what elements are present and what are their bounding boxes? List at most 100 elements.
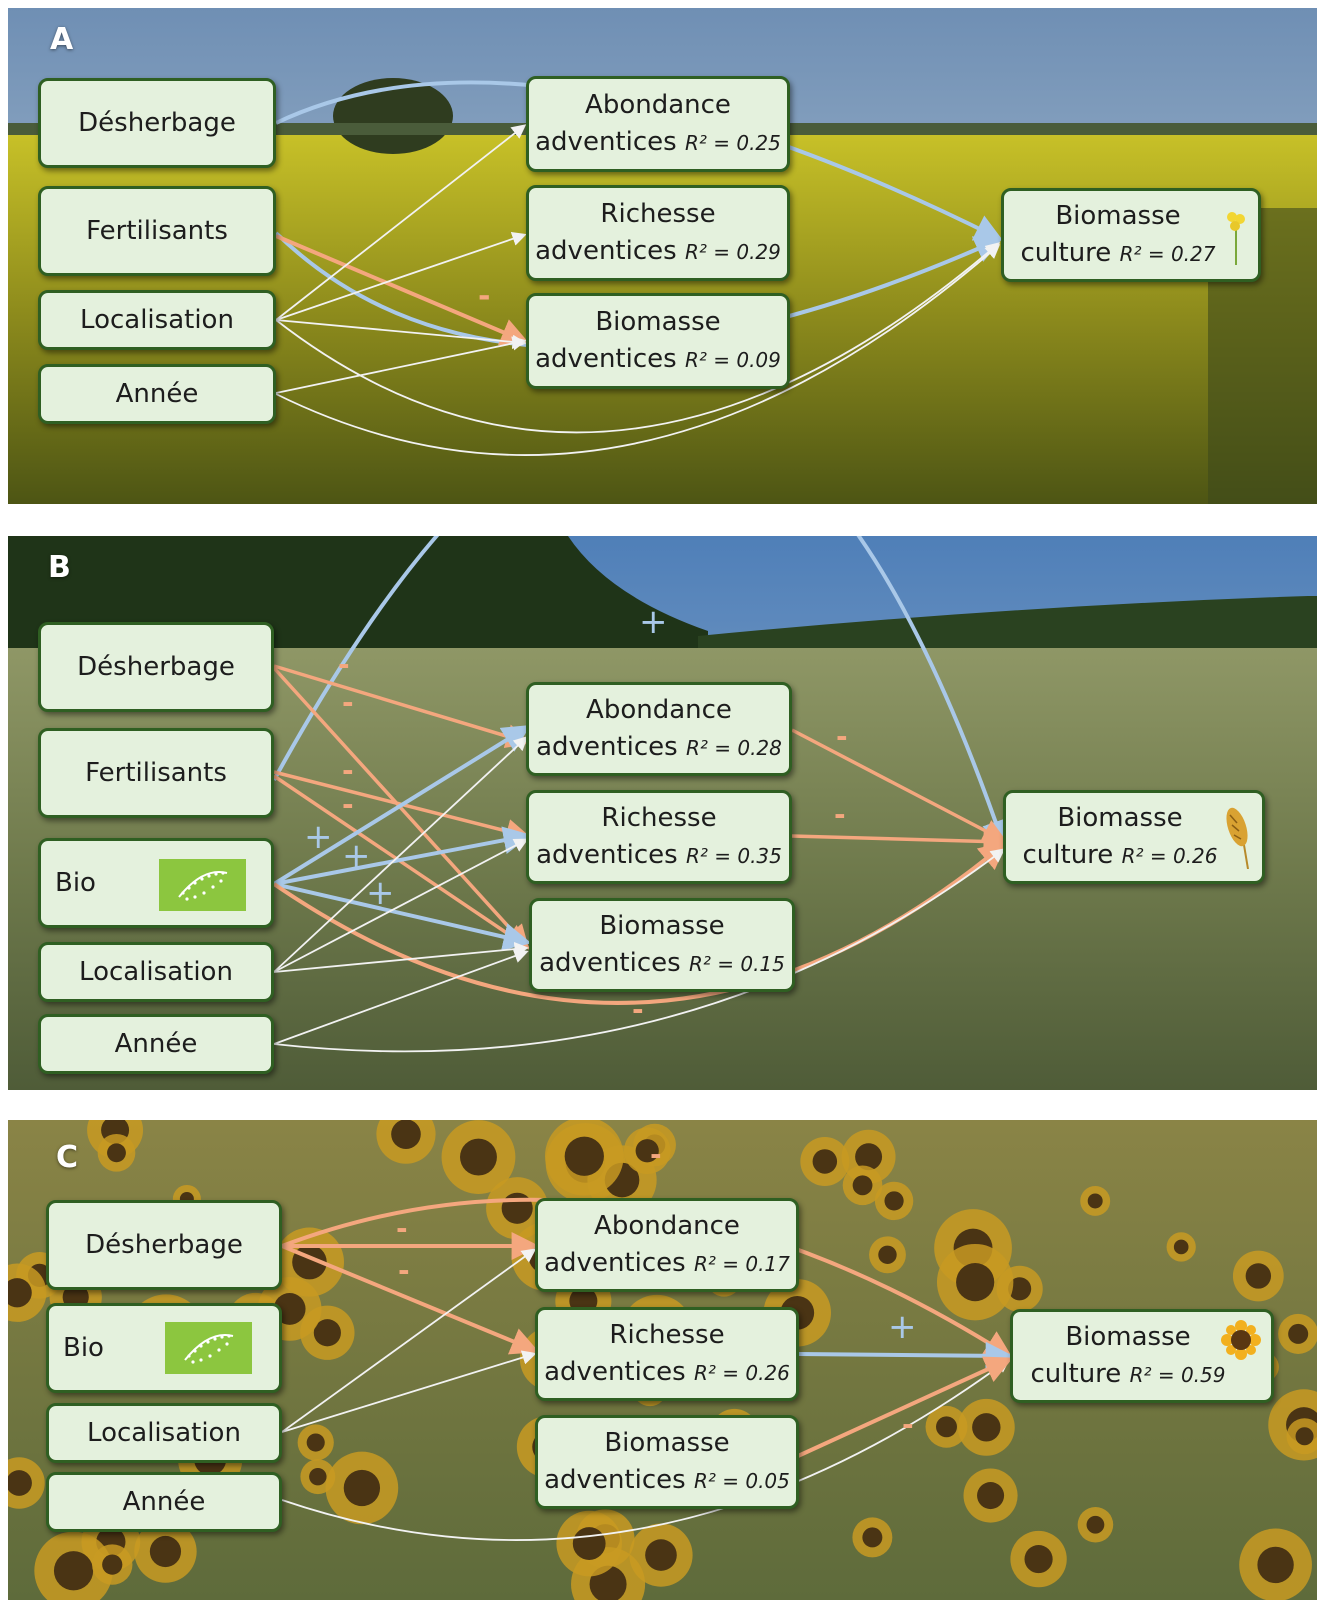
sunflower-core: [309, 1467, 327, 1486]
node-line2: adventices R² = 0.15: [539, 945, 785, 983]
node-label: Fertilisants: [85, 757, 227, 788]
node-label: Bio: [63, 1332, 104, 1363]
node-label: Localisation: [87, 1417, 241, 1448]
effect-sign: -: [834, 798, 846, 831]
r2-value: R² = 0.26: [693, 1360, 790, 1385]
organic-leaf-logo-icon: [159, 859, 246, 911]
r2-value: R² = 0.28: [685, 735, 782, 760]
node-line2-text: adventices: [544, 1464, 686, 1495]
effect-sign: -: [650, 1138, 662, 1171]
sunflower-core: [1245, 1263, 1272, 1289]
effect-sign: -: [342, 788, 354, 821]
node-label: Fertilisants: [86, 215, 228, 246]
node-richesse-adventices: Richesse adventices R² = 0.29: [526, 185, 790, 281]
sunflower-core: [8, 1470, 32, 1496]
node-abondance-adventices: Abondance adventices R² = 0.17: [535, 1198, 799, 1292]
node-annee: Année: [46, 1472, 282, 1532]
sunflower-core: [1086, 1515, 1105, 1534]
node-desherbage: Désherbage: [46, 1200, 282, 1290]
node-bio: Bio: [46, 1303, 282, 1393]
effect-sign: -: [398, 1254, 410, 1287]
node-label: Localisation: [80, 304, 234, 335]
sunflower-core: [884, 1191, 904, 1211]
sunflower-core: [956, 1263, 995, 1302]
node-label: Année: [114, 1028, 198, 1059]
node-line2-text: adventices: [535, 126, 677, 157]
sunflower-core: [460, 1138, 497, 1176]
node-line1: Abondance: [586, 694, 732, 725]
sunflower-core: [53, 1551, 94, 1591]
node-localisation: Localisation: [38, 290, 276, 350]
sunflower-core: [102, 1554, 123, 1575]
effect-sign: -: [342, 754, 354, 787]
sunflower-core: [1087, 1193, 1103, 1209]
node-localisation: Localisation: [46, 1403, 282, 1463]
node-abondance-adventices: Abondance adventices R² = 0.28: [526, 682, 792, 776]
node-biomasse-culture: Biomasse culture R² = 0.27: [1001, 188, 1261, 282]
panel-c: C - - - + - Désherbage Bio Localisation …: [8, 1120, 1317, 1600]
sunflower-core: [343, 1469, 381, 1507]
effect-sign: +: [304, 817, 333, 857]
node-biomasse-adventices: Biomasse adventices R² = 0.15: [529, 898, 795, 992]
node-label: Année: [115, 378, 199, 409]
node-line2: adventices R² = 0.09: [535, 341, 781, 379]
node-line2: adventices R² = 0.35: [536, 837, 782, 875]
effect-sign: -: [632, 993, 644, 1026]
node-line2-text: adventices: [539, 947, 681, 978]
node-desherbage: Désherbage: [38, 622, 274, 712]
sunflower-core: [149, 1535, 182, 1568]
node-line1: Biomasse: [1057, 802, 1183, 833]
node-annee: Année: [38, 364, 276, 424]
node-line1: Abondance: [594, 1210, 740, 1241]
node-richesse-adventices: Richesse adventices R² = 0.26: [535, 1307, 799, 1401]
effect-sign: -: [478, 279, 490, 314]
panel-letter: A: [50, 22, 74, 57]
node-biomasse-culture: Biomasse culture R² = 0.59: [1010, 1309, 1274, 1403]
effect-sign: -: [342, 686, 354, 719]
sunflower-icon: [1221, 1320, 1261, 1360]
node-line2-text: adventices: [535, 235, 677, 266]
node-fertilisants: Fertilisants: [38, 728, 274, 818]
node-annee: Année: [38, 1014, 274, 1074]
sunflower-core: [635, 1139, 659, 1163]
node-biomasse-adventices: Biomasse adventices R² = 0.05: [535, 1415, 799, 1509]
node-biomasse-culture: Biomasse culture R² = 0.26: [1003, 790, 1265, 884]
r2-value: R² = 0.15: [688, 951, 785, 976]
node-line2: culture R² = 0.59: [1031, 1356, 1226, 1394]
node-label: Localisation: [79, 956, 233, 987]
r2-value: R² = 0.59: [1129, 1362, 1226, 1387]
panel-b: B + - - - - + + + - - - Désherbage Ferti…: [8, 536, 1317, 1090]
r2-value: R² = 0.26: [1121, 843, 1218, 868]
node-line2-text: adventices: [535, 343, 677, 374]
sunflower-core: [313, 1319, 341, 1347]
sunflower-core: [812, 1149, 838, 1174]
r2-value: R² = 0.27: [1119, 241, 1216, 266]
organic-leaf-logo-icon: [165, 1322, 252, 1374]
path-diagram-arrows: + - - - - + + + - - -: [272, 536, 1009, 1053]
sunflower-core: [1295, 1427, 1314, 1446]
node-localisation: Localisation: [38, 942, 274, 1002]
sunflower-core: [1257, 1546, 1294, 1584]
sunflower-core: [1008, 1277, 1032, 1301]
panel-letter: B: [48, 550, 71, 585]
node-line2-text: adventices: [536, 839, 678, 870]
r2-value: R² = 0.05: [693, 1468, 790, 1493]
rapeseed-flower-icon: [1227, 212, 1245, 265]
node-line2: adventices R² = 0.17: [544, 1245, 790, 1283]
sunflower-core: [1024, 1545, 1053, 1574]
effect-sign: +: [639, 602, 668, 642]
sunflower-core: [936, 1416, 957, 1438]
node-line2: adventices R² = 0.29: [535, 233, 781, 271]
effect-sign: -: [902, 1408, 914, 1441]
node-line2: adventices R² = 0.05: [544, 1462, 790, 1500]
sunflower-core: [862, 1527, 883, 1548]
node-richesse-adventices: Richesse adventices R² = 0.35: [526, 790, 792, 884]
effect-sign: +: [342, 836, 371, 876]
r2-value: R² = 0.25: [684, 130, 781, 155]
node-line2: adventices R² = 0.25: [535, 124, 781, 162]
sunflower-core: [391, 1120, 421, 1149]
node-line1: Biomasse: [1065, 1321, 1191, 1352]
node-line1: Abondance: [585, 89, 731, 120]
node-desherbage: Désherbage: [38, 78, 276, 168]
sunflower-core: [1288, 1323, 1309, 1344]
